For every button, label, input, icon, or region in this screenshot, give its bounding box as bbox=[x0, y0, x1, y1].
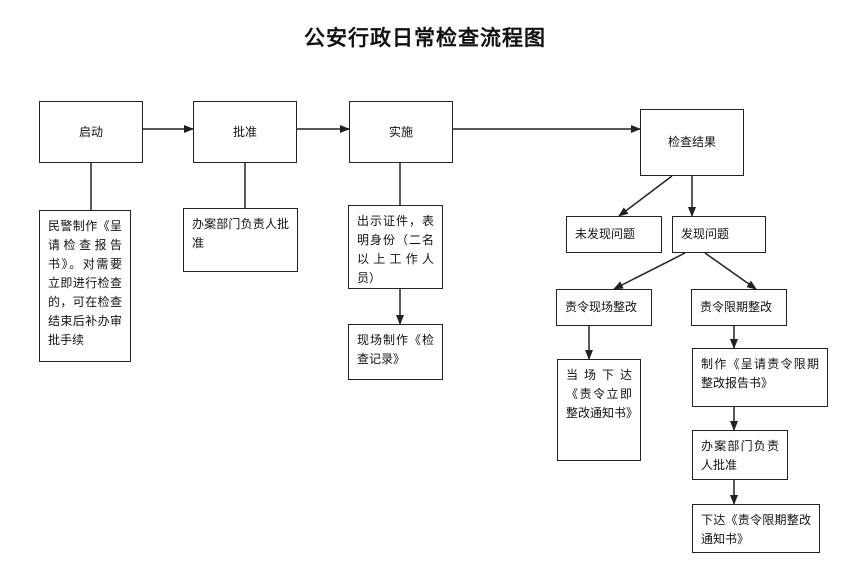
node-problem: 发现问题 bbox=[672, 216, 766, 253]
node-check-result: 检查结果 bbox=[640, 109, 744, 176]
node-start: 启动 bbox=[39, 101, 143, 163]
node-onsite-notice: 当场下达《责令立即整改通知书》 bbox=[557, 359, 641, 461]
note-start: 民警制作《呈请检查报告书》。对需要立即进行检查的，可在检查结束后补办审批手续 bbox=[39, 210, 131, 362]
node-deadline-notice: 下达《责令限期整改通知书》 bbox=[692, 504, 820, 553]
node-deadline-approve: 办案部门负责人批准 bbox=[692, 430, 788, 480]
arrow-result-to-no-problem bbox=[618, 175, 673, 217]
arrow-problem-to-onsite bbox=[613, 252, 686, 290]
node-no-problem: 未发现问题 bbox=[566, 216, 662, 253]
note-approve: 办案部门负责人批准 bbox=[183, 208, 298, 272]
page-title: 公安行政日常检查流程图 bbox=[304, 26, 546, 50]
node-record: 现场制作《检查记录》 bbox=[348, 324, 443, 380]
arrow-problem-to-deadline bbox=[704, 252, 757, 290]
node-approve: 批准 bbox=[193, 101, 297, 163]
note-implement: 出示证件，表明身份（二名以上工作人员） bbox=[348, 205, 443, 289]
node-deadline-fix: 责令限期整改 bbox=[691, 289, 787, 326]
node-implement: 实施 bbox=[349, 101, 453, 163]
node-onsite-fix: 责令现场整改 bbox=[556, 289, 652, 326]
node-deadline-report: 制作《呈请责令限期整改报告书》 bbox=[692, 348, 828, 407]
